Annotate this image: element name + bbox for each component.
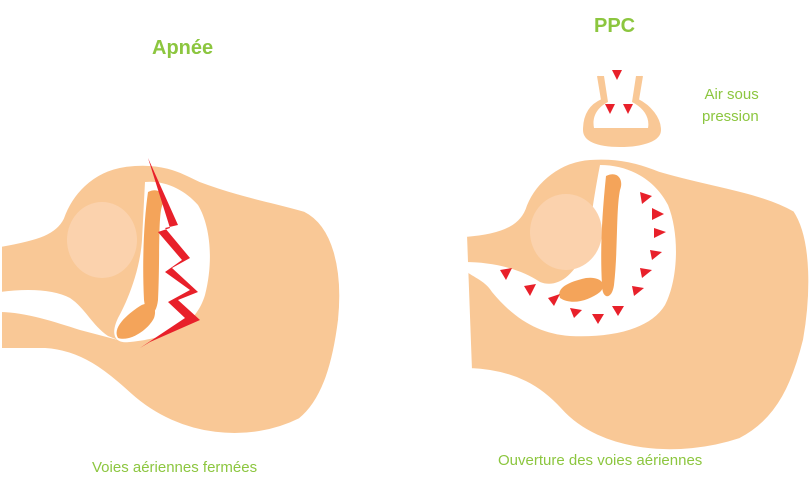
caption-cpap: Ouverture des voies aériennes: [498, 452, 702, 469]
air-pressure-note-line1: Air sous: [702, 84, 759, 106]
air-pressure-note: Air sous pression: [702, 84, 759, 128]
nasal-area-right: [530, 194, 602, 270]
head-apnea: [0, 158, 341, 435]
caption-apnea: Voies aériennes fermées: [92, 459, 257, 476]
nasal-area-left: [67, 202, 137, 278]
panel-title-apnea: Apnée: [152, 37, 213, 60]
panel-title-cpap: PPC: [594, 15, 635, 38]
air-pressure-note-line2: pression: [702, 106, 759, 128]
